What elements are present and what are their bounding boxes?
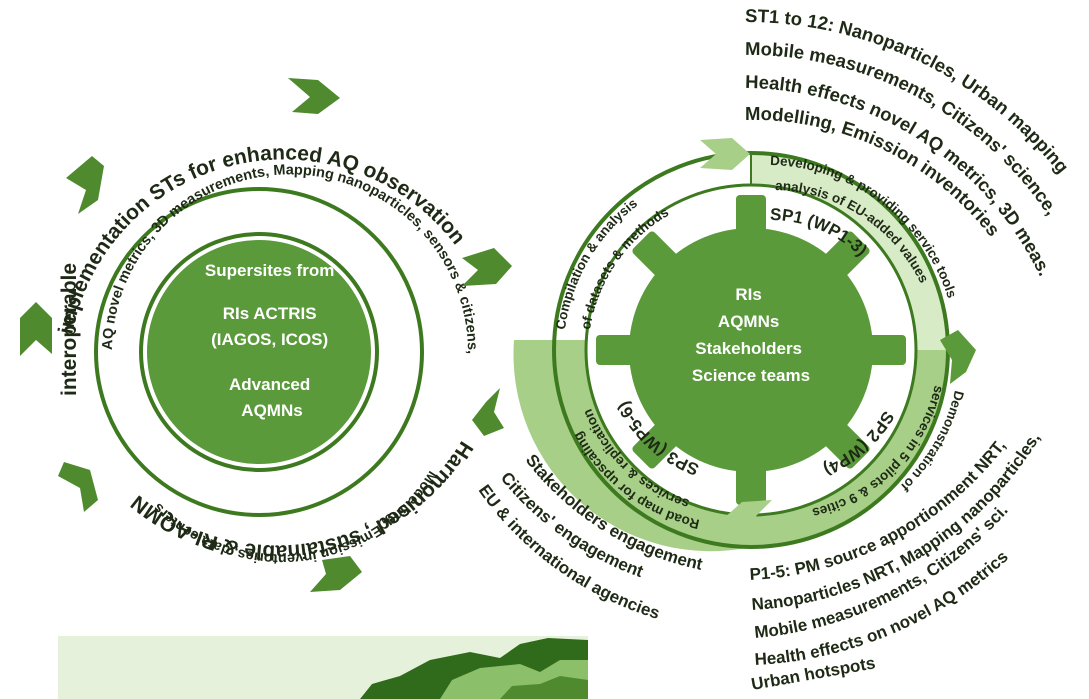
chevron-arrow-icon bbox=[58, 462, 98, 512]
chevron-arrow-icon bbox=[462, 248, 512, 286]
chevron-arrow-icon bbox=[310, 556, 362, 592]
svg-text:interoperable: interoperable bbox=[58, 263, 81, 396]
chevron-arrow-icon bbox=[700, 138, 750, 170]
chevron-arrow-icon bbox=[472, 388, 504, 436]
segment-bottom-right bbox=[751, 350, 948, 547]
chevron-arrow-icon bbox=[66, 156, 104, 214]
chevron-arrow-icon bbox=[724, 500, 772, 534]
right-center-gear bbox=[596, 195, 906, 505]
left-center-line-1: Supersites from bbox=[205, 261, 334, 280]
chevron-arrow-icon bbox=[20, 302, 52, 356]
right-center-line-2: AQMNs bbox=[718, 312, 779, 331]
left-outer-arc-left-text: interoperable bbox=[58, 263, 81, 396]
map-image bbox=[58, 636, 588, 699]
left-center-line-2: RIs ACTRIS bbox=[223, 304, 317, 323]
chevron-arrow-icon bbox=[288, 78, 340, 114]
svg-text:Supersites from RIs ACTR: Supersites from RIs ACTRIS (IAGOS, ICOS)… bbox=[205, 261, 339, 420]
left-center-line-4: Advanced bbox=[229, 375, 310, 394]
segment-top-left bbox=[554, 153, 751, 350]
right-center-line-3: Stakeholders bbox=[695, 339, 802, 358]
segment-top-right bbox=[751, 153, 948, 350]
segment-bottom-left bbox=[513, 340, 751, 552]
chevron-arrow-icon bbox=[940, 330, 976, 384]
svg-text:RIs AQMNs Stakehol: RIs AQMNs Stakeholders Science teams bbox=[692, 285, 810, 385]
left-center-line-3: (IAGOS, ICOS) bbox=[211, 330, 328, 349]
map-land-mid bbox=[500, 676, 588, 699]
left-cycle: Supersites from RIs ACTRIS (IAGOS, ICOS)… bbox=[0, 0, 512, 592]
right-center-line-1: RIs bbox=[735, 285, 761, 304]
right-center-line-4: Science teams bbox=[692, 366, 810, 385]
left-center-disk bbox=[147, 240, 371, 464]
left-center-line-5: AQMNs bbox=[241, 401, 302, 420]
